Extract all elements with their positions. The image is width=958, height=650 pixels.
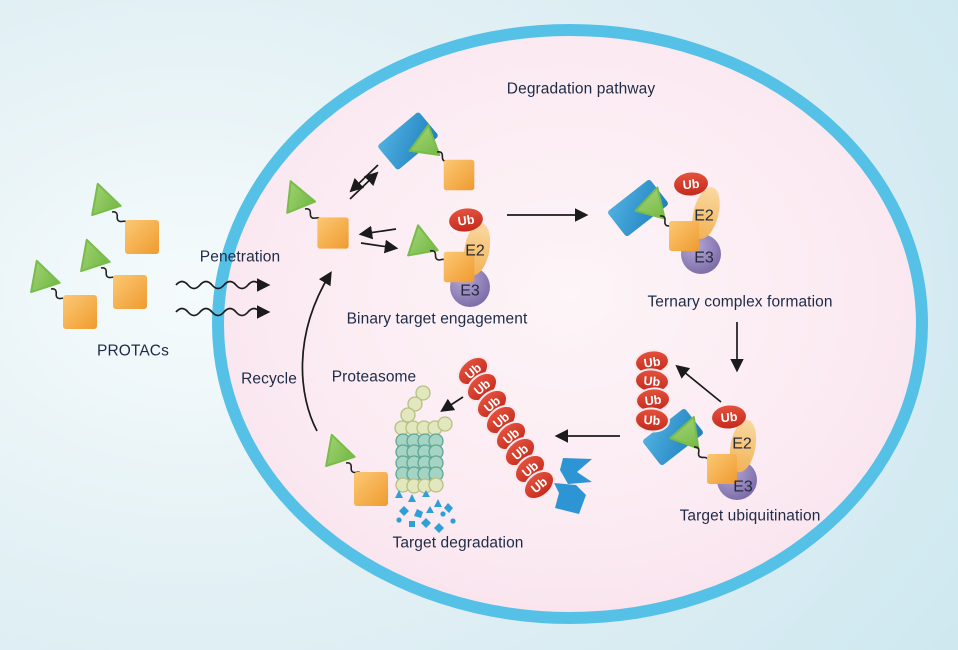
degradation-fragments [395,490,456,533]
ubiquitination-complex: Ub E2 E3 Ub Ub Ub Ub [632,347,757,500]
ub-label: Ub [644,393,662,409]
ub-label: Ub [720,410,738,425]
label-penetration: Penetration [199,248,281,266]
arrow-ub-transfer [675,364,722,403]
label-ternary-complex-formation: Ternary complex formation [647,293,833,311]
label-target-degradation: Target degradation [392,534,524,552]
unfolded-target-icon [560,458,592,484]
e3-label: E3 [460,283,480,300]
e2-label: E2 [694,208,714,225]
protac-e3-binary-complex: Ub E2 E3 [402,206,491,307]
ub-label: Ub [643,413,661,428]
label-proteasome: Proteasome [331,368,417,386]
unfolded-target-icon [554,483,586,514]
ub-label: Ub [457,212,476,228]
penetration-arrows [175,278,271,319]
ubiquitin-stack: Ub Ub Ub Ub [632,347,673,434]
e3-label: E3 [733,479,753,496]
e2-label: E2 [465,243,485,260]
protac-molecules-extracellular [21,178,159,329]
e2-enzyme-icon [692,187,720,239]
ub-label: Ub [682,177,700,192]
polyubiquitin-chain: Ub Ub Ub Ub Ub Ub Ub Ub [451,350,592,514]
arrow-into-proteasome [440,396,464,412]
equilibrium-arrows-upper [349,164,379,200]
protac-molecule [82,178,159,254]
label-target-ubiquitination: Target ubiquitination [679,507,821,525]
label-binary-target-engagement: Binary target engagement [346,310,528,328]
label-protacs: PROTACs [97,342,169,360]
label-recycle: Recycle [241,370,297,388]
cell-membrane [212,24,928,624]
e3-label: E3 [694,250,714,267]
e2-label: E2 [732,436,752,453]
ub-label: Ub [643,374,661,389]
proteasome-icon [394,385,453,494]
ub-label: Ub [643,354,662,370]
title-degradation-pathway: Degradation pathway [506,80,656,98]
recycle-arrow [301,271,332,432]
equilibrium-arrows-lower [358,225,399,254]
ligand-triangle-icon [82,178,122,217]
warhead-square-icon [125,220,159,254]
ternary-complex: Ub E2 E3 [606,171,721,274]
